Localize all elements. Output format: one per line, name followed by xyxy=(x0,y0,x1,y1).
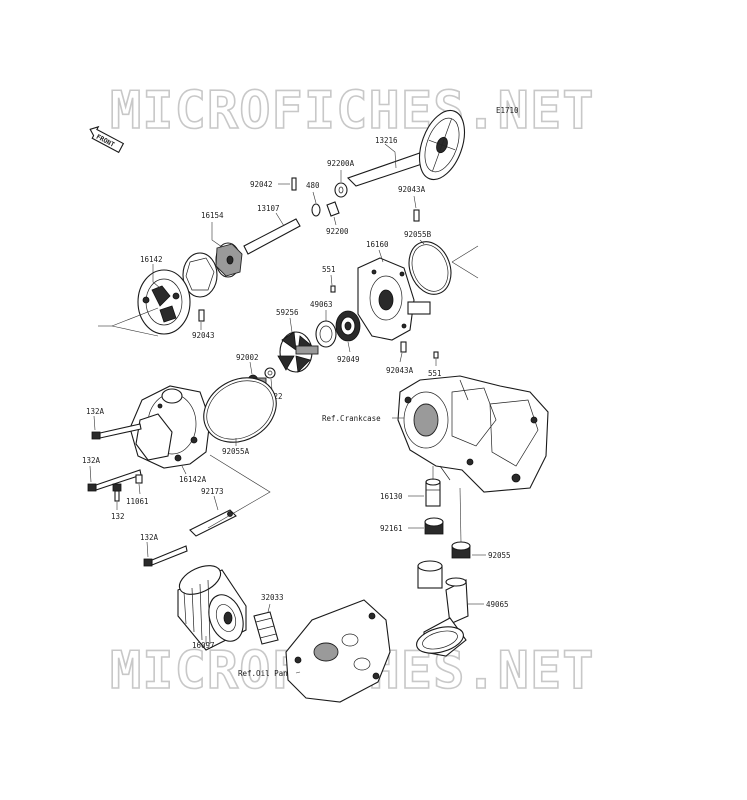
pin-92043A-bottom xyxy=(400,341,407,353)
pump-housing-16142A xyxy=(129,385,211,469)
label-92161: 92161 xyxy=(380,524,403,533)
pin-92042 xyxy=(291,177,297,191)
pin-551-bottom xyxy=(433,351,439,359)
bolt-132A-1 xyxy=(91,423,142,440)
label-92055: 92055 xyxy=(488,551,511,560)
label-551-bottom: 551 xyxy=(428,369,442,378)
label-92055B: 92055B xyxy=(404,230,432,239)
damper-92161 xyxy=(424,517,444,535)
label-92043: 92043 xyxy=(192,331,215,340)
label-16160: 16160 xyxy=(366,240,389,249)
label-551-top: 551 xyxy=(322,265,336,274)
washer-92022 xyxy=(264,367,276,379)
plate-92200 xyxy=(326,201,340,217)
label-92042: 92042 xyxy=(250,180,273,189)
oil-pan-section xyxy=(285,599,391,703)
pin-92043 xyxy=(198,309,205,322)
shaft-13107 xyxy=(243,218,301,255)
label-59256: 59256 xyxy=(276,308,299,317)
label-49063: 49063 xyxy=(310,300,333,309)
bolt-132A-3 xyxy=(143,545,188,567)
label-49065: 49065 xyxy=(486,600,509,609)
pump-cover-16142 xyxy=(137,269,191,335)
pin-92043A-top xyxy=(413,209,420,222)
label-92200: 92200 xyxy=(326,227,349,236)
gasket-11061 xyxy=(135,474,143,484)
label-132: 132 xyxy=(111,512,125,521)
label-132A-2: 132A xyxy=(82,456,101,465)
pipe-32033 xyxy=(253,611,279,645)
label-11061: 11061 xyxy=(126,497,149,506)
label-92043A-bottom: 92043A xyxy=(386,366,414,375)
label-92173: 92173 xyxy=(201,487,224,496)
pump-body-16160 xyxy=(357,257,431,341)
diagram-code: E1710 xyxy=(496,106,519,115)
inner-rotor-16154 xyxy=(215,242,243,278)
label-16142: 16142 xyxy=(140,255,163,264)
label-92002: 92002 xyxy=(236,353,259,362)
oil-strainer-49065 xyxy=(416,560,469,657)
label-132A-3: 132A xyxy=(140,533,159,542)
label-92200A: 92200A xyxy=(327,159,355,168)
o-ring-92055A xyxy=(203,377,277,443)
o-ring-92055 xyxy=(451,541,471,559)
clamp-92173 xyxy=(189,509,237,537)
label-92049: 92049 xyxy=(337,355,360,364)
label-16142A: 16142A xyxy=(179,475,207,484)
ref-oil-pan: Ref.Oil Pan xyxy=(238,669,288,678)
label-32033: 32033 xyxy=(261,593,284,602)
oil-filter-16097 xyxy=(177,565,247,651)
label-92055A: 92055A xyxy=(222,447,250,456)
label-480: 480 xyxy=(306,181,320,190)
label-13216: 13216 xyxy=(375,136,398,145)
watermark-top: MICROFICHES.NET xyxy=(110,81,595,141)
crankcase-section xyxy=(397,375,549,493)
label-16097: 16097 xyxy=(192,641,215,650)
circlip-480 xyxy=(311,203,321,217)
ref-crankcase: Ref.Crankcase xyxy=(322,414,381,423)
oil-pump-shaft-gear xyxy=(346,109,466,187)
label-13107: 13107 xyxy=(257,204,280,213)
label-16130: 16130 xyxy=(380,492,403,501)
impeller-59256 xyxy=(277,331,319,373)
label-132A-1: 132A xyxy=(86,407,105,416)
outer-rotor xyxy=(182,252,218,298)
relief-valve-16130 xyxy=(425,478,441,507)
washer-92200A xyxy=(334,182,348,198)
seal-49063 xyxy=(315,320,337,348)
label-92043A-top: 92043A xyxy=(398,185,426,194)
pin-551-top xyxy=(330,285,336,293)
label-16154: 16154 xyxy=(201,211,224,220)
bearing-92049 xyxy=(335,310,361,342)
o-ring-92055B xyxy=(408,241,452,295)
bolt-132 xyxy=(112,483,122,502)
